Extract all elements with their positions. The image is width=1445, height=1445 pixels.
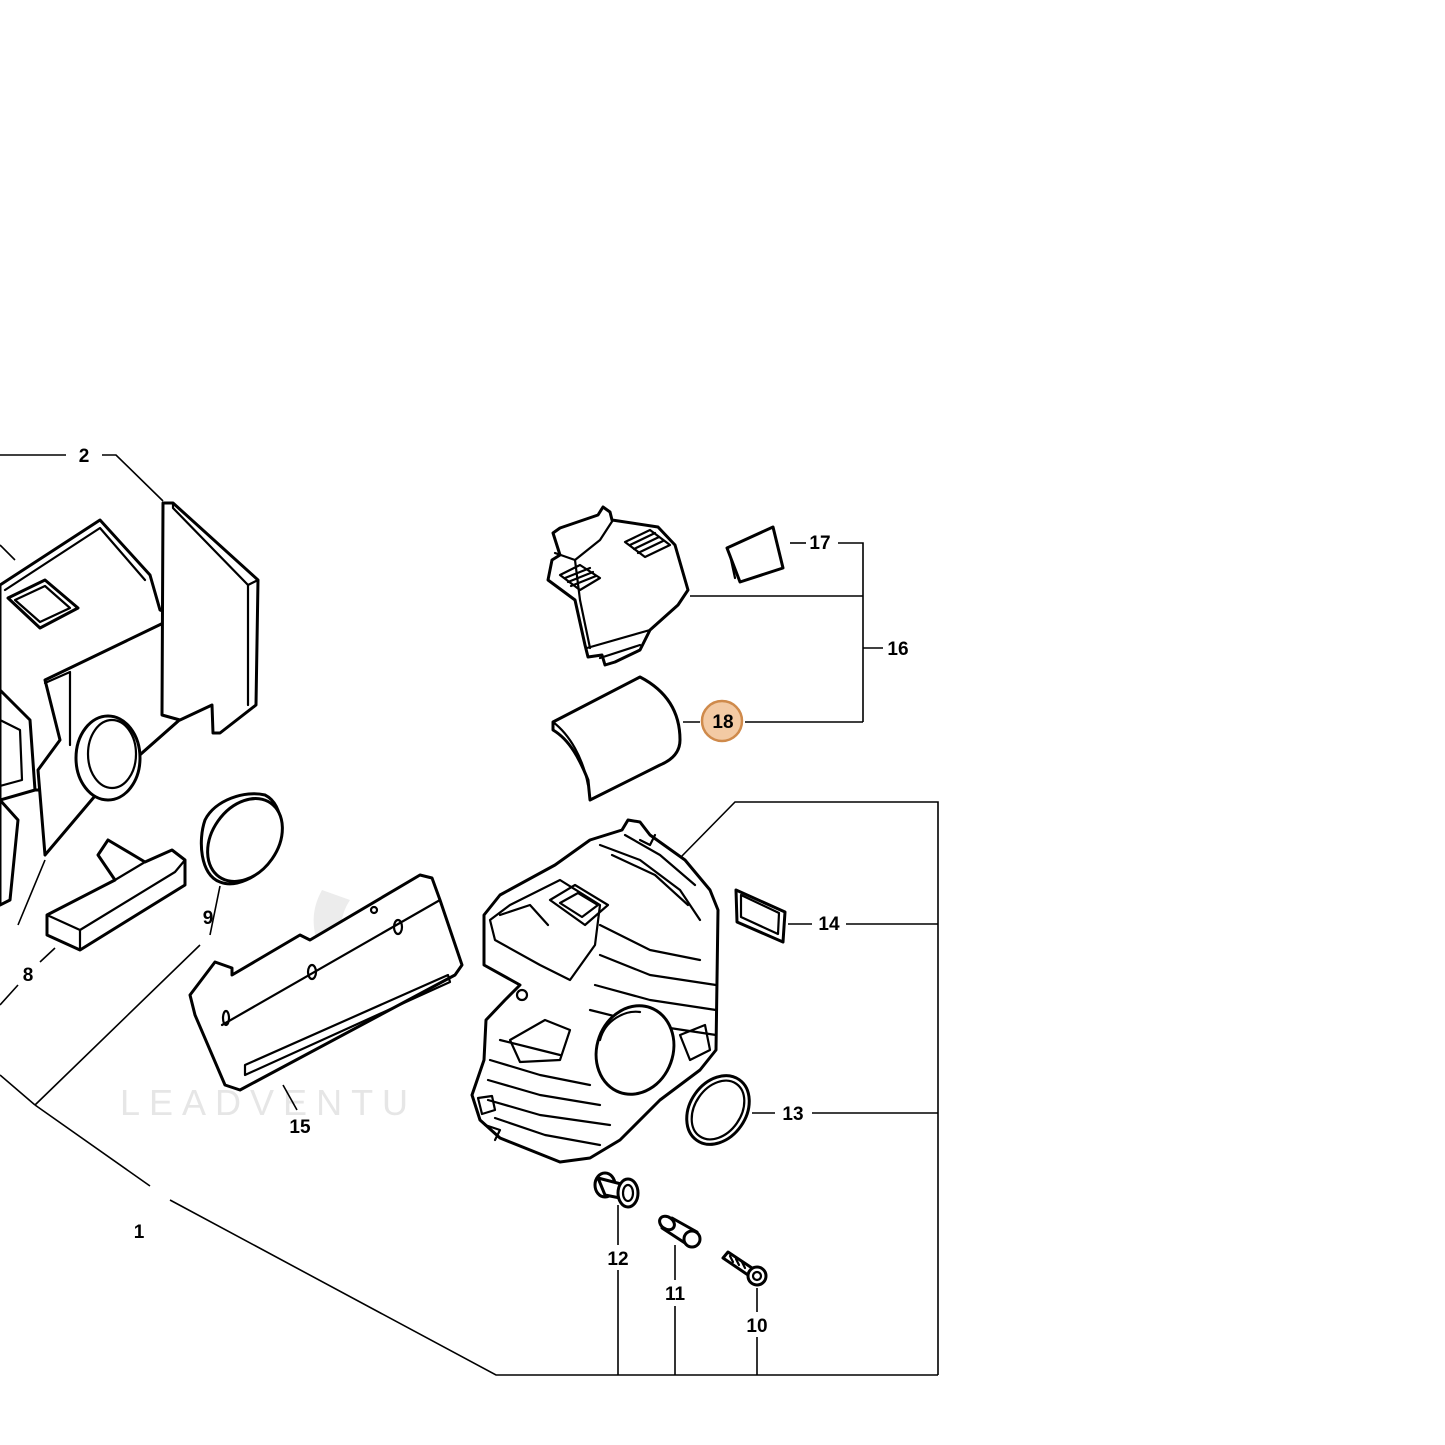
part-2-shroud[interactable] [0, 518, 187, 907]
callout-9[interactable]: 9 [203, 908, 214, 929]
part-8-block[interactable] [45, 838, 187, 952]
callout-17[interactable]: 17 [809, 533, 830, 554]
callout-12[interactable]: 12 [607, 1249, 628, 1270]
part-13-oring[interactable] [674, 1064, 762, 1157]
callout-8[interactable]: 8 [23, 965, 34, 986]
callout-18[interactable]: 18 [712, 712, 733, 733]
part-9-filter[interactable] [192, 784, 298, 896]
callout-11[interactable]: 11 [665, 1284, 686, 1305]
callout-10[interactable]: 10 [746, 1316, 767, 1337]
part-15-plate[interactable] [188, 873, 464, 1092]
part-17-pad[interactable] [725, 525, 785, 584]
leader-lines [0, 454, 939, 1376]
callout-16[interactable]: 16 [887, 639, 908, 660]
part-2-panel[interactable] [160, 501, 260, 735]
callout-15[interactable]: 15 [289, 1117, 311, 1138]
part-1-housing[interactable] [470, 818, 720, 1164]
highlight-circle-18 [700, 699, 744, 743]
part-16-top-cover[interactable] [546, 505, 690, 667]
part-11-sleeve[interactable] [657, 1213, 702, 1249]
callout-2[interactable]: 2 [79, 446, 90, 467]
part-14-gasket[interactable] [734, 888, 787, 944]
part-10-bolt[interactable] [721, 1250, 768, 1287]
callout-13[interactable]: 13 [782, 1104, 803, 1125]
callout-14[interactable]: 14 [818, 914, 840, 935]
callout-1[interactable]: 1 [134, 1222, 145, 1243]
watermark-text: LEADVENTU [120, 1082, 417, 1123]
part-12-plug[interactable] [593, 1171, 640, 1209]
part-18-filter[interactable] [551, 675, 682, 802]
